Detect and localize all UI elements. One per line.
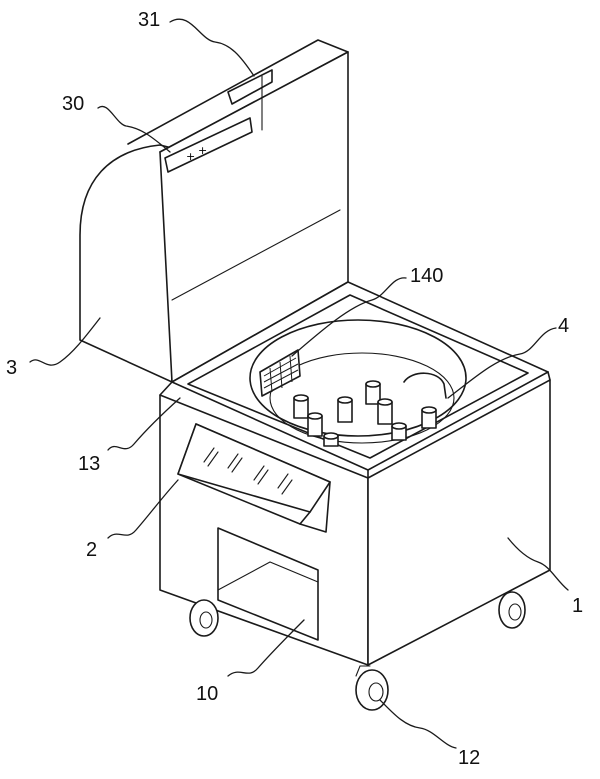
leader-10 [227,619,305,677]
leader-4 [447,327,557,399]
lid: + + [79,39,349,383]
leader-13 [107,397,181,451]
plus-icon: + [186,150,195,163]
wheel [498,591,526,629]
compartment-opening [217,527,319,641]
label-12: 12 [458,747,480,769]
leader-31 [169,18,255,77]
leader-12 [379,699,457,749]
leader-2 [107,479,179,539]
wheel [189,599,219,637]
leader-140 [291,277,407,357]
chamber-inner-ring [269,352,455,444]
tube [377,398,393,425]
tube [421,406,437,429]
screen-glare [203,447,293,495]
display-panel [177,423,331,533]
rim-edges [159,371,551,479]
tube [337,396,353,423]
label-2: 2 [86,539,97,561]
rotor-hook [403,372,447,399]
tube [307,412,323,437]
label-13: 13 [78,453,100,475]
leader-30 [97,105,171,153]
label-10: 10 [196,683,218,705]
casters [189,591,526,711]
sample-tubes [293,380,437,447]
lid-control-strip [164,117,253,173]
label-140: 140 [410,265,443,287]
lid-side-panel [79,144,173,383]
leader-3 [29,317,101,366]
label-4: 4 [558,315,569,337]
plus-icon: + [198,144,207,157]
tube [293,394,309,419]
storage-compartment [217,527,319,641]
leader-1 [507,537,569,591]
tube [391,422,407,441]
lid-inner-crease [171,209,341,301]
compartment-inner-shelf [217,561,319,591]
reference-labels: 31 30 140 4 3 13 2 1 10 12 [6,9,583,769]
leader-lines [29,18,569,749]
label-1: 1 [572,595,583,617]
label-31: 31 [138,9,160,31]
label-3: 3 [6,357,17,379]
tube [365,380,381,405]
label-30: 30 [62,93,84,115]
vent-mesh [259,349,301,397]
rotor-chamber [249,319,467,447]
tube [323,432,339,447]
lid-handle [227,69,273,105]
